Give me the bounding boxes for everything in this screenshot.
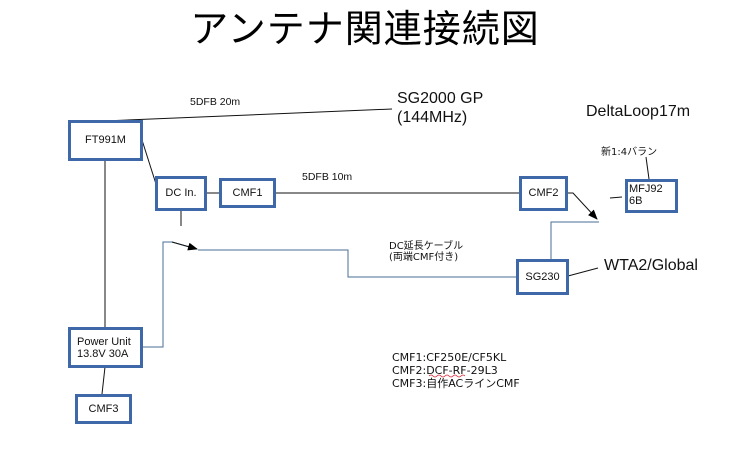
- legend-item-cmf2: CMF2:DCF-RF-29L3: [392, 364, 498, 377]
- dc-cable-label: DC延長ケーブル (両端CMF付き): [389, 241, 464, 263]
- legend-item-cmf3: CMF3:自作ACラインCMF: [392, 377, 520, 390]
- wire-power-dc: [142, 241, 197, 348]
- balun-label: 新1:4バラン: [601, 147, 658, 158]
- cmf3-box[interactable]: CMF3: [75, 394, 132, 424]
- wire-power-cmf3: [101, 366, 106, 395]
- dc-switch-arrow: [171, 241, 198, 251]
- wire-switch-sg230: [550, 221, 599, 259]
- deltaloop-antenna-label: DeltaLoop17m: [586, 103, 691, 120]
- wire-cmf2-switch: [567, 192, 598, 220]
- wire-ft991m-dcin: [141, 139, 157, 185]
- legend: CMF1:CF250E/CF5KL CMF2:DCF-RF-29L3 CMF3:…: [392, 351, 520, 390]
- wire-dc-extension: [198, 249, 516, 278]
- cable-label-20m: 5DFB 20m: [190, 96, 241, 108]
- wire-wta2-pointer: [567, 267, 599, 277]
- spellcheck-underline: [428, 374, 466, 378]
- sg2000-antenna-label: SG2000 GP (144MHz): [397, 90, 484, 126]
- dc-in-box[interactable]: DC In.: [155, 176, 207, 211]
- diagram-title: アンテナ関連接続図: [190, 7, 540, 51]
- power-unit-box[interactable]: Power Unit 13.8V 30A: [68, 327, 143, 368]
- ft991m-box[interactable]: FT991M: [68, 120, 143, 161]
- wta2-antenna-label: WTA2/Global: [604, 257, 698, 274]
- sg230-box[interactable]: SG230: [516, 259, 569, 295]
- cmf1-box[interactable]: CMF1: [219, 178, 276, 208]
- cmf2-box[interactable]: CMF2: [519, 176, 568, 211]
- wire-balun-pointer: [645, 156, 650, 180]
- wire-ft991m-sg2000: [103, 108, 393, 122]
- mfj-balun-box[interactable]: MFJ92 6B: [625, 179, 678, 213]
- legend-item-cmf1: CMF1:CF250E/CF5KL: [392, 351, 507, 364]
- cable-label-10m: 5DFB 10m: [302, 171, 353, 183]
- wire-mfj-stub: [609, 196, 623, 199]
